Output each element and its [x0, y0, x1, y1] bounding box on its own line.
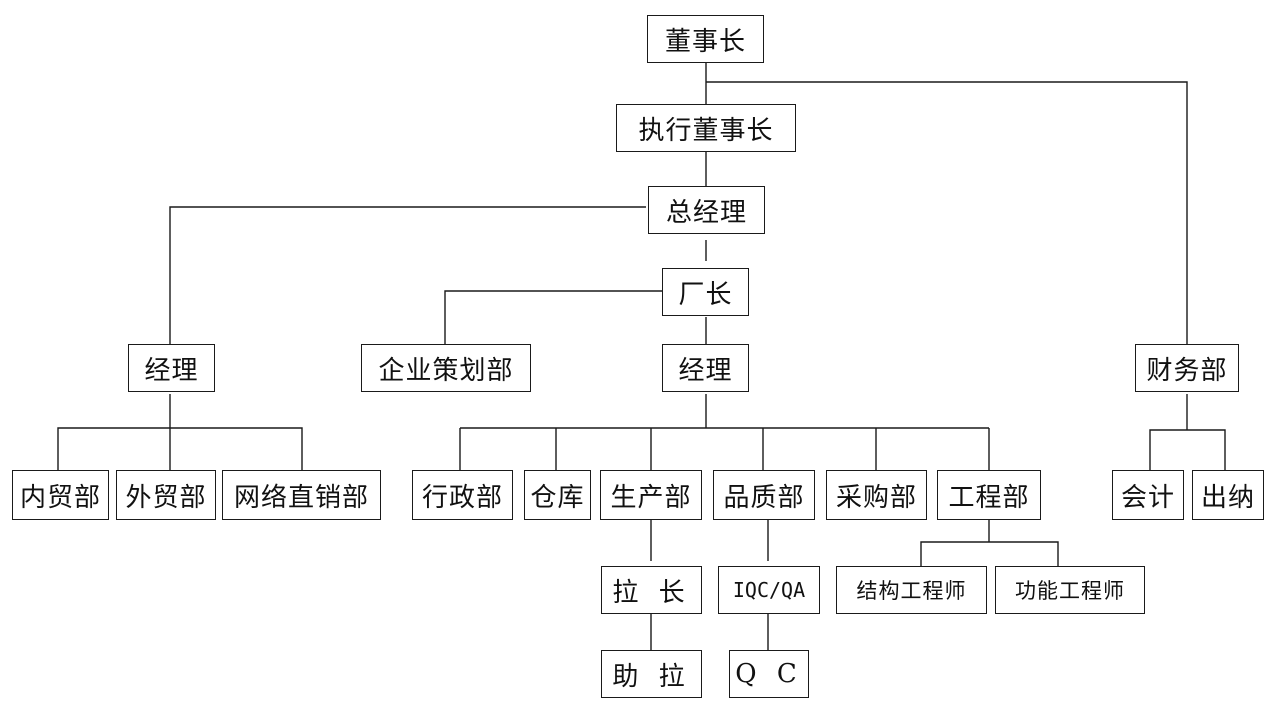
node-production-manager: 经理 [662, 344, 749, 392]
node-cashier: 出纳 [1192, 470, 1264, 520]
node-accounting: 会计 [1112, 470, 1184, 520]
node-qc: Q C [729, 650, 809, 698]
node-functional-engineer: 功能工程师 [995, 566, 1145, 614]
node-line-leader: 拉 长 [601, 566, 702, 614]
node-production-dept: 生产部 [600, 470, 702, 520]
node-executive-chairman: 执行董事长 [616, 104, 796, 152]
node-sales-manager: 经理 [128, 344, 215, 392]
node-structural-engineer: 结构工程师 [836, 566, 987, 614]
node-foreign-trade-dept: 外贸部 [116, 470, 216, 520]
node-factory-director: 厂长 [662, 268, 749, 316]
node-admin-dept: 行政部 [412, 470, 513, 520]
node-online-sales-dept: 网络直销部 [222, 470, 381, 520]
node-general-manager: 总经理 [648, 186, 765, 234]
node-iqc-qa: IQC/QA [718, 566, 820, 614]
node-finance-dept: 财务部 [1135, 344, 1239, 392]
node-chairman: 董事长 [647, 15, 764, 63]
node-warehouse: 仓库 [524, 470, 591, 520]
node-purchasing-dept: 采购部 [826, 470, 927, 520]
node-engineering-dept: 工程部 [937, 470, 1041, 520]
node-domestic-trade-dept: 内贸部 [12, 470, 109, 520]
node-planning-dept: 企业策划部 [361, 344, 531, 392]
node-assistant-line-leader: 助 拉 [601, 650, 702, 698]
node-quality-dept: 品质部 [713, 470, 815, 520]
